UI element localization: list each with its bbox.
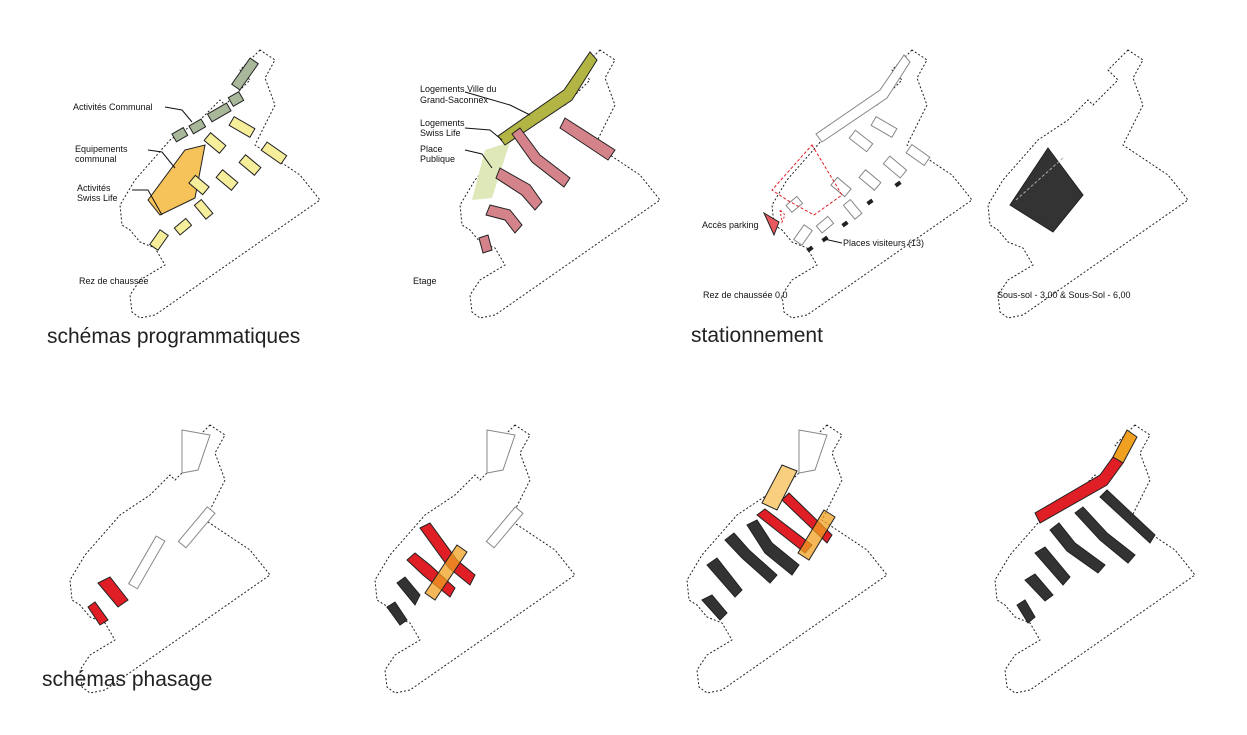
phase-done-blocks (1016, 489, 1156, 624)
section-title-programmatiques: schémas programmatiques (47, 325, 300, 348)
logements-swiss-blocks (478, 117, 616, 254)
panel-phase-4 (994, 424, 1196, 694)
panel-etage (459, 49, 661, 319)
label-places-visiteurs: Places visiteurs (13) (843, 238, 924, 248)
phase-current-blocks (87, 576, 129, 626)
basement-dashed-line (1015, 157, 1064, 201)
site-outline (119, 49, 321, 319)
leader-lines (464, 91, 531, 169)
section-title-stationnement: stationnement (691, 324, 823, 347)
building-outlines (785, 54, 931, 246)
panel-phase-3 (686, 424, 888, 694)
label-logements-ville-2: Grand-Saconnex (420, 95, 489, 105)
panel-phase-2 (374, 424, 576, 694)
site-outline (374, 424, 576, 694)
phase-done-blocks (701, 519, 800, 621)
label-equipements-1: Equipements (75, 144, 128, 154)
panel-rez-programme (119, 49, 321, 319)
parking-basement-block (1009, 147, 1084, 233)
label-equipements-2: communal (75, 154, 117, 164)
label-activites-communal: Activités Communal (73, 102, 153, 112)
panel-sous-sol (987, 49, 1189, 319)
logements-ville-block (497, 51, 598, 146)
building-outlines (127, 429, 216, 590)
phase-orange-blocks (424, 544, 468, 601)
phase-done-blocks (386, 576, 421, 626)
phase-orange-blocks (797, 509, 836, 561)
label-activites-swiss-1: Activités (77, 183, 111, 193)
parking-access-arrow (762, 211, 780, 237)
label-logements-ville-1: Logements Ville du (420, 84, 496, 94)
site-outline (987, 49, 1189, 319)
label-logements-swiss-2: Swiss Life (420, 128, 461, 138)
label-rez-stationnement: Rez de chaussée 0,0 (703, 290, 788, 300)
building-outline (798, 429, 828, 474)
label-sous-sol: Sous-sol - 3,00 & Sous-Sol - 6,00 (997, 290, 1131, 300)
label-rez-programme: Rez de chaussée (79, 276, 149, 286)
building-outlines (485, 429, 524, 549)
label-place-2: Publique (420, 154, 455, 164)
leader-line (823, 238, 843, 244)
leader-lines (132, 106, 193, 216)
label-etage: Etage (413, 276, 437, 286)
equipements-blocks (147, 144, 206, 216)
place-publique-area (472, 142, 510, 200)
phase-current-blocks (1034, 456, 1124, 524)
panel-stationnement-rez (762, 49, 973, 319)
phase-orange-light-blocks (761, 464, 798, 511)
panel-phase-1 (69, 424, 271, 694)
section-title-phasage: schémas phasage (42, 668, 212, 691)
label-logements-swiss-1: Logements (420, 118, 465, 128)
label-acces-parking: Accès parking (702, 220, 759, 230)
label-place-1: Place (420, 144, 443, 154)
activites-communal-blocks (171, 57, 259, 143)
activites-swiss-blocks (149, 115, 288, 251)
site-outline (69, 424, 271, 694)
label-activites-swiss-2: Swiss Life (77, 193, 118, 203)
parking-zone-outline (771, 144, 843, 216)
